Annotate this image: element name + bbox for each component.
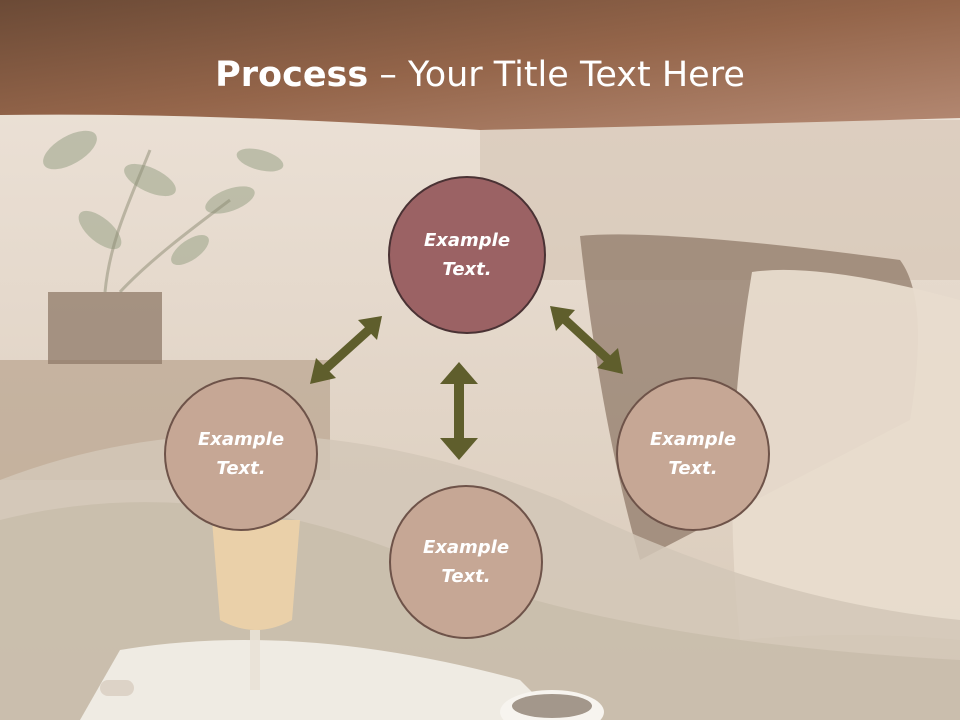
node-left-line2: Text. — [216, 458, 266, 479]
slide-title: Process – Your Title Text Here — [0, 54, 960, 96]
process-node-right: Example Text. — [616, 377, 770, 531]
node-right-line2: Text. — [668, 458, 718, 479]
process-node-left: Example Text. — [164, 377, 318, 531]
node-left-line1: Example — [197, 429, 285, 450]
title-bold: Process — [215, 55, 369, 95]
process-node-bottom: Example Text. — [389, 485, 543, 639]
title-rest: – Your Title Text Here — [368, 55, 745, 95]
node-bottom-line1: Example — [422, 537, 510, 558]
node-right-line1: Example — [649, 429, 737, 450]
node-top-line1: Example — [423, 230, 511, 251]
node-top-line2: Text. — [442, 259, 492, 280]
process-node-top: Example Text. — [388, 176, 546, 334]
node-bottom-line2: Text. — [441, 566, 491, 587]
